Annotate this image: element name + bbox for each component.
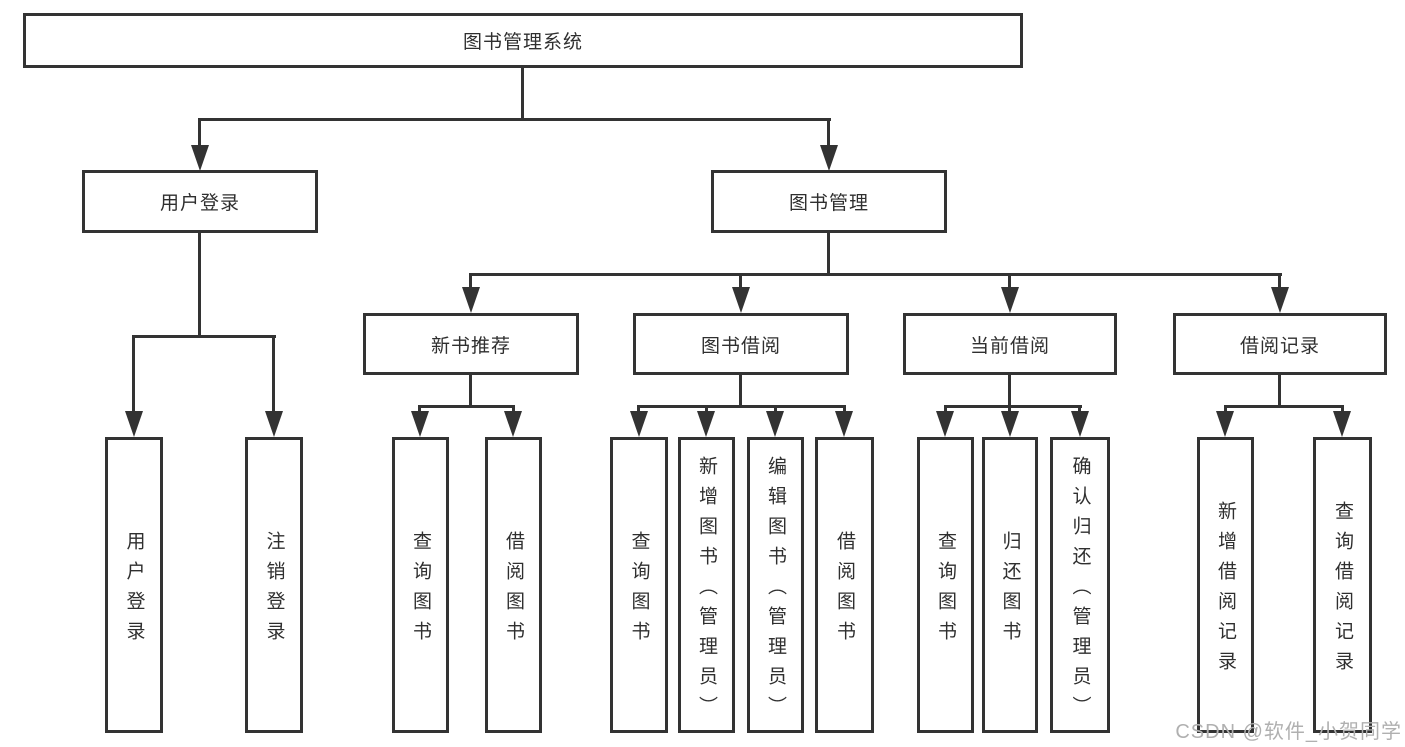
leaf-confirm-return-admin: 确认归还（管理员） — [1050, 437, 1110, 733]
arrow-down-icon — [462, 287, 480, 313]
edge-line — [132, 335, 135, 413]
edge-line — [132, 335, 276, 338]
arrow-down-icon — [820, 145, 838, 171]
arrow-down-icon — [766, 411, 784, 437]
leaf-label: 新增借阅记录 — [1215, 500, 1236, 681]
edge-line — [1078, 405, 1081, 414]
edge-line — [418, 405, 421, 414]
edge-line — [637, 405, 640, 414]
edge-line — [843, 405, 846, 414]
node-new-book-recommend: 新书推荐 — [363, 313, 579, 375]
arrow-down-icon — [265, 411, 283, 437]
node-borrowing-records: 借阅记录 — [1173, 313, 1387, 375]
arrow-down-icon — [732, 287, 750, 313]
edge-line — [272, 335, 275, 413]
arrow-down-icon — [504, 411, 522, 437]
arrow-down-icon — [191, 145, 209, 171]
node-label: 新书推荐 — [430, 335, 511, 357]
edge-line — [1008, 375, 1011, 408]
edge-line — [1008, 273, 1011, 290]
arrow-down-icon — [1071, 411, 1089, 437]
arrow-down-icon — [1216, 411, 1234, 437]
leaf-label: 查询图书 — [935, 530, 956, 651]
edge-line — [469, 375, 472, 408]
watermark: CSDN @软件_小贺同学 — [1175, 721, 1402, 743]
leaf-label: 新增图书（管理员） — [696, 455, 717, 726]
leaf-user-login: 用户登录 — [105, 437, 163, 733]
leaf-add-borrow-record: 新增借阅记录 — [1197, 437, 1254, 733]
arrow-down-icon — [1271, 287, 1289, 313]
node-current-borrowing: 当前借阅 — [903, 313, 1117, 375]
arrow-down-icon — [411, 411, 429, 437]
leaf-label: 借阅图书 — [834, 530, 855, 651]
arrow-down-icon — [697, 411, 715, 437]
edge-line — [827, 118, 830, 148]
leaf-edit-book-admin: 编辑图书（管理员） — [747, 437, 804, 733]
leaf-label: 查询图书 — [628, 530, 650, 651]
edge-line — [198, 118, 831, 121]
edge-line — [827, 233, 830, 276]
edge-line — [1008, 405, 1011, 414]
arrow-down-icon — [835, 411, 853, 437]
leaf-label: 归还图书 — [999, 530, 1021, 651]
node-label: 图书管理 — [788, 193, 869, 214]
edge-line — [1341, 405, 1344, 414]
arrow-down-icon — [1001, 287, 1019, 313]
arrow-down-icon — [630, 411, 648, 437]
leaf-label: 查询图书 — [410, 530, 431, 651]
node-book-management: 图书管理 — [711, 170, 947, 233]
edge-line — [944, 405, 1082, 408]
node-book-borrowing: 图书借阅 — [633, 313, 849, 375]
leaf-add-book-admin: 新增图书（管理员） — [678, 437, 735, 733]
edge-line — [774, 405, 777, 414]
leaf-label: 注销登录 — [263, 530, 285, 651]
arrow-down-icon — [1333, 411, 1351, 437]
edge-line — [469, 273, 472, 290]
node-label: 用户登录 — [159, 193, 240, 214]
leaf-query-books-current: 查询图书 — [917, 437, 974, 733]
leaf-label: 用户登录 — [123, 530, 145, 651]
node-user-login: 用户登录 — [82, 170, 318, 233]
edge-line — [469, 273, 1282, 276]
leaf-label: 借阅图书 — [503, 530, 524, 651]
leaf-query-borrow-record: 查询借阅记录 — [1313, 437, 1372, 733]
node-label: 借阅记录 — [1239, 335, 1320, 357]
leaf-query-books-recommend: 查询图书 — [392, 437, 449, 733]
edge-line — [739, 374, 742, 408]
edge-line — [198, 233, 201, 338]
node-label: 图书借阅 — [700, 335, 781, 357]
node-label: 当前借阅 — [969, 335, 1050, 357]
arrow-down-icon — [125, 411, 143, 437]
leaf-label: 编辑图书（管理员） — [765, 455, 786, 726]
edge-line — [1278, 375, 1281, 408]
edge-line — [705, 405, 708, 414]
leaf-borrow-books: 借阅图书 — [815, 437, 874, 733]
edge-line — [521, 68, 524, 121]
edge-line — [1224, 405, 1344, 408]
edge-line — [739, 273, 742, 290]
leaf-logout: 注销登录 — [245, 437, 303, 733]
leaf-borrow-books-recommend: 借阅图书 — [485, 437, 542, 733]
arrow-down-icon — [1001, 411, 1019, 437]
edge-line — [1224, 405, 1227, 414]
leaf-label: 查询借阅记录 — [1332, 500, 1353, 681]
edge-line — [512, 405, 515, 414]
edge-line — [944, 405, 947, 414]
edge-line — [1278, 273, 1281, 290]
leaf-query-books-borrowing: 查询图书 — [610, 437, 668, 733]
leaf-return-books: 归还图书 — [982, 437, 1038, 733]
arrow-down-icon — [936, 411, 954, 437]
edge-line — [198, 118, 201, 148]
edge-line — [418, 405, 515, 408]
edge-line — [637, 405, 846, 408]
leaf-label: 确认归还（管理员） — [1069, 455, 1091, 726]
node-root: 图书管理系统 — [23, 13, 1023, 68]
node-label: 图书管理系统 — [462, 32, 583, 53]
